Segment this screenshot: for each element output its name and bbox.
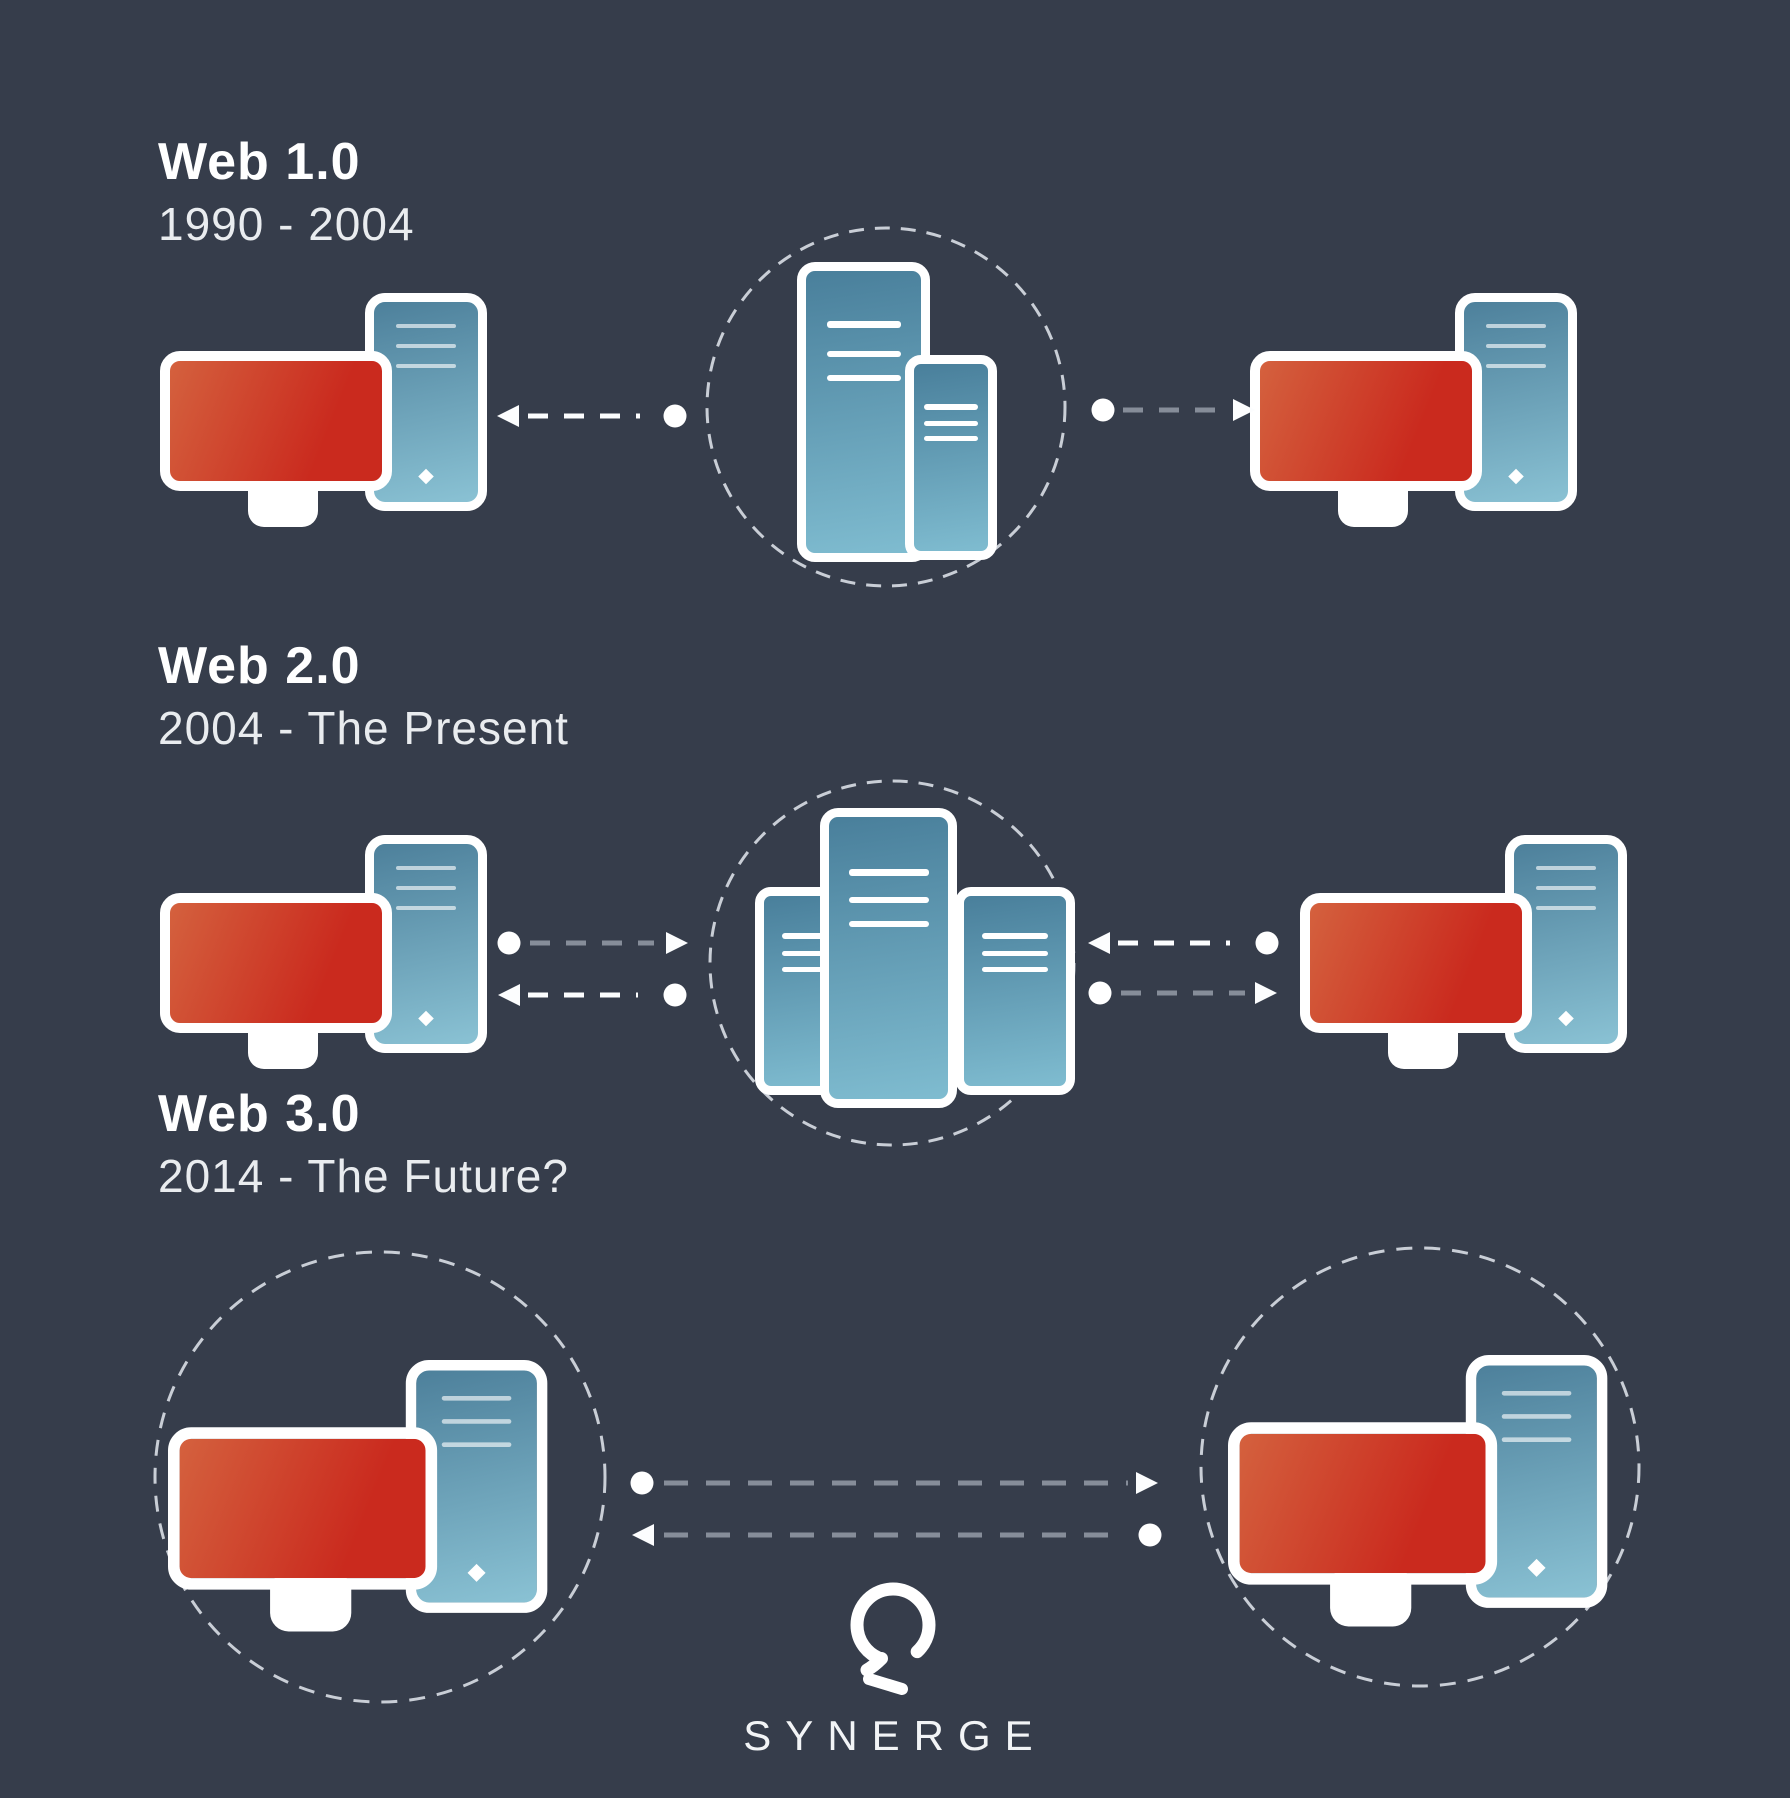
left-client-to-server-arrow — [497, 931, 688, 955]
monitor-icon — [168, 1427, 438, 1590]
arrowhead-right — [666, 932, 688, 954]
tower-vent-line — [1486, 364, 1546, 368]
server-vent-line — [924, 404, 978, 410]
arrowhead-right — [1255, 982, 1277, 1004]
power-button — [1558, 1010, 1574, 1027]
peer-boundary-circle — [1199, 1246, 1641, 1688]
bulb-tail — [860, 1652, 888, 1677]
tower-vent-line — [441, 1395, 512, 1401]
tower-vent-line — [396, 344, 456, 348]
section-title: Web 2.0 — [158, 637, 361, 695]
monitor-icon — [1250, 351, 1482, 491]
tower-vent-line — [441, 1442, 512, 1447]
server-vent-line — [848, 897, 929, 903]
arrow-origin-dot — [630, 1471, 654, 1495]
server-vent-line — [982, 933, 1048, 939]
arrow-origin-dot — [1091, 398, 1115, 422]
server-vent-line — [782, 967, 848, 972]
server-vent-line — [782, 951, 848, 956]
server-vent-line — [826, 351, 901, 357]
arrow-origin-dot — [497, 931, 521, 955]
power-button — [467, 1563, 486, 1582]
section-period: 2004 - The Present — [158, 702, 569, 754]
server-boundary-circle — [705, 226, 1067, 588]
monitor-icon — [160, 893, 392, 1033]
monitor-icon — [1228, 1422, 1498, 1585]
arrowhead-left — [497, 405, 519, 427]
section-web2-heading: Web 2.0 2004 - The Present — [158, 635, 569, 759]
client-computer-illustration — [160, 293, 490, 533]
section-period: 1990 - 2004 — [158, 198, 415, 250]
section-title: Web 1.0 — [158, 133, 361, 191]
tower-vent-line — [1536, 866, 1596, 870]
peer-computer-illustration — [168, 1360, 551, 1638]
bulb-base-dash — [863, 1673, 908, 1695]
tower-vent-line — [1501, 1437, 1572, 1442]
arrowhead-right — [1233, 399, 1255, 421]
brand-name: SYNERGE — [743, 1712, 1047, 1759]
server-tower-icon — [905, 355, 997, 560]
arrow-origin-dot — [1138, 1523, 1162, 1547]
server-vent-line — [982, 967, 1048, 972]
tower-vent-line — [396, 364, 456, 368]
section-title: Web 3.0 — [158, 1085, 361, 1143]
lightbulb-icon — [850, 1582, 936, 1695]
tower-vent-line — [1501, 1414, 1572, 1419]
power-button — [1527, 1558, 1546, 1577]
power-button — [418, 468, 434, 485]
arrow-origin-dot — [1088, 981, 1112, 1005]
tower-vent-line — [1486, 344, 1546, 348]
tower-vent-line — [396, 866, 456, 870]
server-tower-icon — [820, 808, 957, 1108]
server-vent-line — [782, 933, 848, 939]
right-peer-to-left-peer-arrow — [632, 1523, 1162, 1547]
tower-vent-line — [396, 324, 456, 328]
peer-boundary-circle — [153, 1250, 607, 1704]
tower-vent-line — [1536, 886, 1596, 890]
arrowhead-left — [498, 984, 520, 1006]
tower-vent-line — [1501, 1390, 1572, 1396]
power-button — [418, 1010, 434, 1027]
tower-vent-line — [396, 886, 456, 890]
tower-vent-line — [396, 906, 456, 910]
arrow-origin-dot — [1255, 931, 1279, 955]
server-vent-line — [848, 921, 929, 927]
server-vent-line — [924, 421, 978, 426]
monitor-icon — [1300, 893, 1532, 1033]
tower-vent-line — [1536, 906, 1596, 910]
server-to-right-client-arrow — [1091, 398, 1255, 422]
bulb-ring — [850, 1582, 936, 1668]
tower-vent-line — [1486, 324, 1546, 328]
server-vent-line — [848, 869, 929, 876]
tower-vent-line — [441, 1419, 512, 1424]
client-computer-illustration — [160, 835, 490, 1075]
arrowhead-left — [1088, 932, 1110, 954]
power-button — [1508, 468, 1524, 485]
arrowhead-right — [1136, 1472, 1158, 1494]
peer-computer-illustration — [1228, 1355, 1611, 1633]
server-vent-line — [826, 321, 901, 328]
section-web3-heading: Web 3.0 2014 - The Future? — [158, 1083, 569, 1207]
right-client-to-server-arrow — [1088, 931, 1279, 955]
client-computer-illustration — [1300, 835, 1630, 1075]
monitor-icon — [160, 351, 392, 491]
section-period: 2014 - The Future? — [158, 1150, 569, 1202]
server-vent-line — [924, 436, 978, 441]
server-vent-line — [982, 951, 1048, 956]
arrowhead-left — [632, 1524, 654, 1546]
server-tower-icon — [955, 887, 1075, 1095]
left-peer-to-right-peer-arrow — [630, 1471, 1158, 1495]
arrow-origin-dot — [663, 404, 687, 428]
server-to-left-client-arrow — [498, 983, 687, 1007]
arrow-origin-dot — [663, 983, 687, 1007]
server-vent-line — [826, 375, 901, 381]
server-to-right-client-arrow — [1088, 981, 1277, 1005]
client-computer-illustration — [1250, 293, 1580, 533]
section-web1-heading: Web 1.0 1990 - 2004 — [158, 131, 415, 255]
server-to-left-client-arrow — [497, 404, 687, 428]
